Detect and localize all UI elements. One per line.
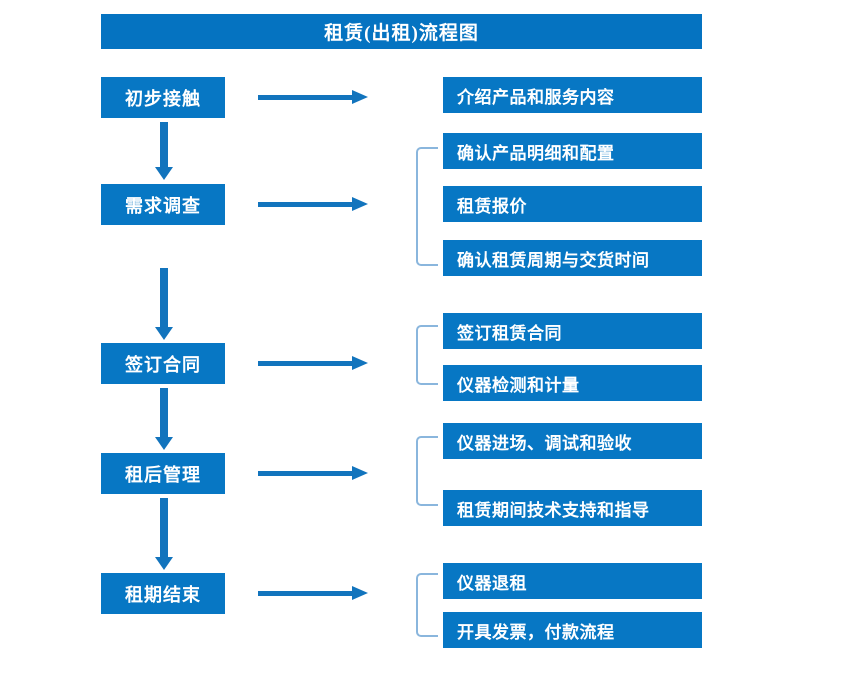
- vertical-arrow-3: [155, 388, 173, 450]
- group-bracket-2: [416, 147, 438, 266]
- arrow-head-down-icon: [155, 437, 173, 450]
- group-bracket-5: [416, 573, 438, 637]
- stage-box-5[interactable]: 租期结束: [101, 573, 225, 614]
- detail-box-5[interactable]: 签订租赁合同: [443, 313, 702, 349]
- detail-box-6[interactable]: 仪器检测和计量: [443, 365, 702, 401]
- arrow-head-right-icon: [352, 197, 368, 211]
- detail-box-8[interactable]: 租赁期间技术支持和指导: [443, 490, 702, 526]
- vertical-arrow-2: [155, 268, 173, 340]
- detail-box-10[interactable]: 开具发票，付款流程: [443, 612, 702, 648]
- stage-box-4[interactable]: 租后管理: [101, 453, 225, 494]
- arrow-shaft: [160, 388, 168, 437]
- arrow-shaft: [258, 95, 354, 100]
- horizontal-arrow-2: [258, 196, 368, 212]
- group-bracket-4: [416, 436, 438, 506]
- detail-box-7[interactable]: 仪器进场、调试和验收: [443, 423, 702, 459]
- vertical-arrow-4: [155, 498, 173, 570]
- arrow-shaft: [258, 591, 354, 596]
- detail-box-9[interactable]: 仪器退租: [443, 563, 702, 599]
- horizontal-arrow-3: [258, 355, 368, 371]
- detail-box-4[interactable]: 确认租赁周期与交货时间: [443, 240, 702, 276]
- page-title: 租赁(出租)流程图: [101, 14, 702, 49]
- horizontal-arrow-4: [258, 465, 368, 481]
- arrow-shaft: [258, 471, 354, 476]
- arrow-shaft: [258, 202, 354, 207]
- arrow-head-down-icon: [155, 327, 173, 340]
- arrow-head-right-icon: [352, 356, 368, 370]
- detail-box-1[interactable]: 介绍产品和服务内容: [443, 77, 702, 113]
- detail-box-3[interactable]: 租赁报价: [443, 186, 702, 222]
- horizontal-arrow-1: [258, 89, 368, 105]
- arrow-shaft: [258, 361, 354, 366]
- arrow-head-right-icon: [352, 466, 368, 480]
- arrow-shaft: [160, 498, 168, 557]
- detail-box-2[interactable]: 确认产品明细和配置: [443, 133, 702, 169]
- arrow-shaft: [160, 122, 168, 167]
- arrow-head-right-icon: [352, 90, 368, 104]
- arrow-head-down-icon: [155, 167, 173, 180]
- stage-box-2[interactable]: 需求调查: [101, 184, 225, 225]
- arrow-shaft: [160, 268, 168, 327]
- stage-box-1[interactable]: 初步接触: [101, 77, 225, 118]
- horizontal-arrow-5: [258, 585, 368, 601]
- arrow-head-right-icon: [352, 586, 368, 600]
- vertical-arrow-1: [155, 122, 173, 180]
- stage-box-3[interactable]: 签订合同: [101, 343, 225, 384]
- arrow-head-down-icon: [155, 557, 173, 570]
- group-bracket-3: [416, 325, 438, 385]
